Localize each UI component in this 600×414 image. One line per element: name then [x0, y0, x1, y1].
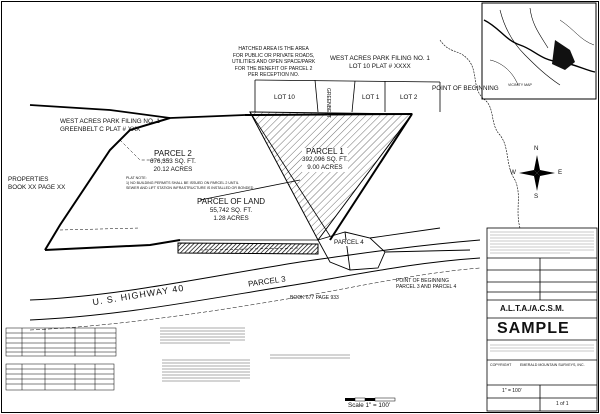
title-block-sheet: 1 of 1: [556, 401, 569, 407]
curve-table: [5, 327, 117, 357]
parcel-2-title: PARCEL 2: [154, 149, 192, 158]
parcel-1-acres: 9.00 ACRES: [307, 164, 343, 171]
tree-line: [439, 39, 521, 229]
legal-description-text: [160, 327, 350, 382]
plat-note-line: SEWER AND LIFT STATION INFRASTRUCTURE IS…: [126, 186, 254, 190]
note-line: UTILITIES AND OPEN SPACE/PARK: [232, 59, 316, 65]
parcel-of-land-label: PARCEL OF LAND 55,742 SQ. FT. 1.28 ACRES: [197, 197, 266, 224]
pob-line: PARCEL 3 AND PARCEL 4: [396, 284, 457, 290]
parcel-2-sqft: 676,353 SQ. FT.: [150, 158, 196, 165]
parcel-4-label: PARCEL 4: [334, 239, 364, 247]
point-of-beginning-label: POINT OF BEGINNING: [432, 85, 499, 92]
title-block: [486, 227, 598, 412]
highway-right-of-way: [29, 239, 481, 331]
note-line: PER RECEPTION NO.: [248, 72, 300, 78]
lot-10-label: LOT 10: [274, 94, 295, 101]
vicinity-map: [481, 2, 597, 100]
scale-bar: [345, 397, 396, 402]
pob-parcels-label: POINT OF BEGINNING PARCEL 3 AND PARCEL 4: [396, 278, 456, 290]
parcel-1-title: PARCEL 1: [306, 147, 344, 156]
title-block-alta: A.L.T.A./A.C.S.M.: [500, 304, 564, 313]
lot-boundaries: [254, 79, 441, 113]
west-label: W: [510, 169, 516, 176]
note-line: FOR PUBLIC OR PRIVATE ROADS,: [232, 52, 315, 59]
main-boundary: [44, 113, 413, 251]
properties-label: PROPERTIES BOOK XX PAGE XX: [8, 176, 65, 192]
parcel-1-sqft: 392,096 SQ. FT.: [302, 156, 348, 163]
filing-line: LOT 10 PLAT # XXXX: [349, 62, 411, 70]
greenbelt-label: GREENBELT: [325, 88, 331, 118]
filing-left-label: WEST ACRES PARK FILING NO. 1 GREENBELT C…: [60, 118, 160, 134]
east-label: E: [558, 169, 563, 176]
north-boundary: [29, 104, 246, 119]
note-line: HATCHED AREA IS THE AREA: [238, 46, 309, 52]
parcel-3-strip: [177, 242, 319, 255]
properties-line: BOOK XX PAGE XX: [8, 184, 66, 191]
north-label: N: [534, 145, 539, 152]
hatched-area-note: HATCHED AREA IS THE AREA FOR PUBLIC OR P…: [232, 46, 315, 79]
filing-line: WEST ACRES PARK FILING NO. 1: [60, 118, 160, 125]
plat-note: PLAT NOTE: 1) NO BUILDING PERMITS SHALL …: [126, 176, 253, 191]
north-arrow: [519, 155, 555, 191]
lot-2-label: LOT 2: [400, 94, 418, 101]
note-line: FOR THE BENEFIT OF PARCEL 2: [234, 65, 313, 72]
title-block-copyright: COPYRIGHT: [490, 363, 512, 367]
filing-top-label: WEST ACRES PARK FILING NO. 1 LOT 10 PLAT…: [330, 55, 430, 70]
filing-line: GREENBELT C PLAT # XXX: [60, 126, 141, 133]
parcel-of-land-title: PARCEL OF LAND: [197, 197, 266, 206]
parcel-1-hatched-area: [249, 111, 413, 241]
title-block-scale: 1" = 100': [502, 388, 522, 394]
parcel-2-label: PARCEL 2 676,353 SQ. FT. 20.12 ACRES: [150, 150, 196, 174]
parcel-1-label: PARCEL 1 392,096 SQ. FT. 9.00 ACRES: [302, 148, 348, 172]
south-label: S: [534, 193, 539, 200]
book-page-label: BOOK 677 PAGE 933: [290, 295, 339, 301]
title-block-sample: SAMPLE: [497, 320, 570, 337]
parcel-of-land-sqft: 55,742 SQ. FT.: [209, 206, 253, 214]
plat-note-line: PLAT NOTE:: [126, 176, 147, 180]
plat-note-line: 1) NO BUILDING PERMITS SHALL BE ISSUED O…: [126, 181, 239, 185]
title-block-company: EMERALD MOUNTAIN SURVEYS, INC.: [520, 363, 585, 367]
properties-line: PROPERTIES: [8, 176, 49, 183]
parcel-2-acres: 20.12 ACRES: [153, 166, 193, 173]
lot-1-label: LOT 1: [362, 94, 380, 101]
parcel-of-land-acres: 1.28 ACRES: [213, 215, 249, 222]
line-table: [5, 363, 115, 391]
scale-label: Scale 1" = 100': [348, 402, 391, 409]
pob-line: POINT OF BEGINNING: [396, 278, 449, 284]
filing-line: WEST ACRES PARK FILING NO. 1: [330, 55, 430, 62]
vicinity-map-label: VICINITY MAP: [508, 83, 532, 87]
